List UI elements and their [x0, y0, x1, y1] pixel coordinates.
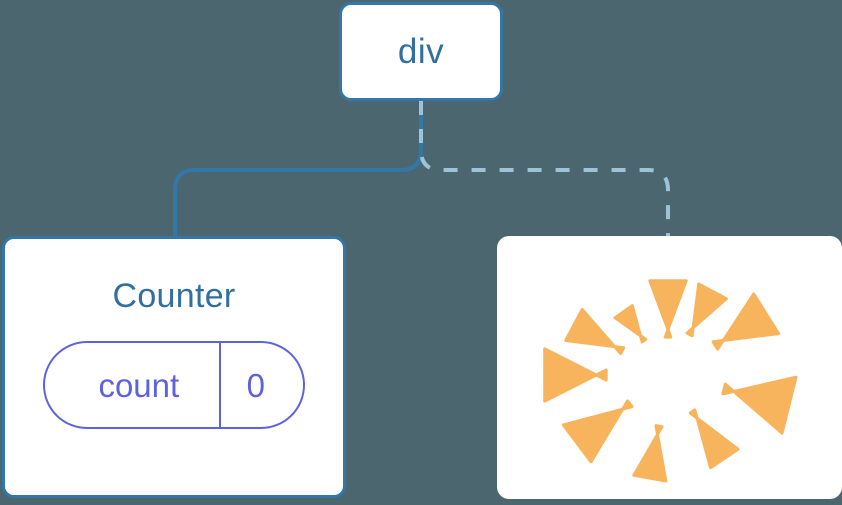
node-counter-title: Counter — [112, 277, 236, 315]
state-pill-divider — [218, 343, 221, 427]
node-render-burst[interactable] — [497, 236, 842, 499]
node-counter[interactable]: Counter count 0 — [2, 236, 346, 498]
sparkle-ray-9 — [685, 282, 728, 338]
sparkle-ray-7 — [721, 375, 798, 435]
sparkle-ray-6 — [688, 408, 740, 470]
edge-div-to-counter — [173, 99, 423, 240]
state-pill-count[interactable]: count 0 — [43, 341, 305, 429]
edge-div-to-sparkle — [419, 101, 670, 238]
sparkle-burst-icon — [543, 279, 798, 483]
state-value-label: 0 — [246, 366, 265, 404]
state-key-label: count — [98, 366, 180, 404]
sparkle-ray-0 — [648, 279, 688, 339]
sparkle-ray-3 — [543, 347, 608, 403]
node-div-title: div — [397, 32, 445, 71]
sparkle-ray-2 — [564, 308, 626, 355]
sparkle-ray-4 — [561, 399, 634, 464]
node-div[interactable]: div — [339, 2, 503, 101]
sparkle-ray-5 — [632, 424, 668, 483]
sparkle-ray-1 — [613, 304, 648, 344]
sparkle-ray-8 — [711, 292, 780, 351]
